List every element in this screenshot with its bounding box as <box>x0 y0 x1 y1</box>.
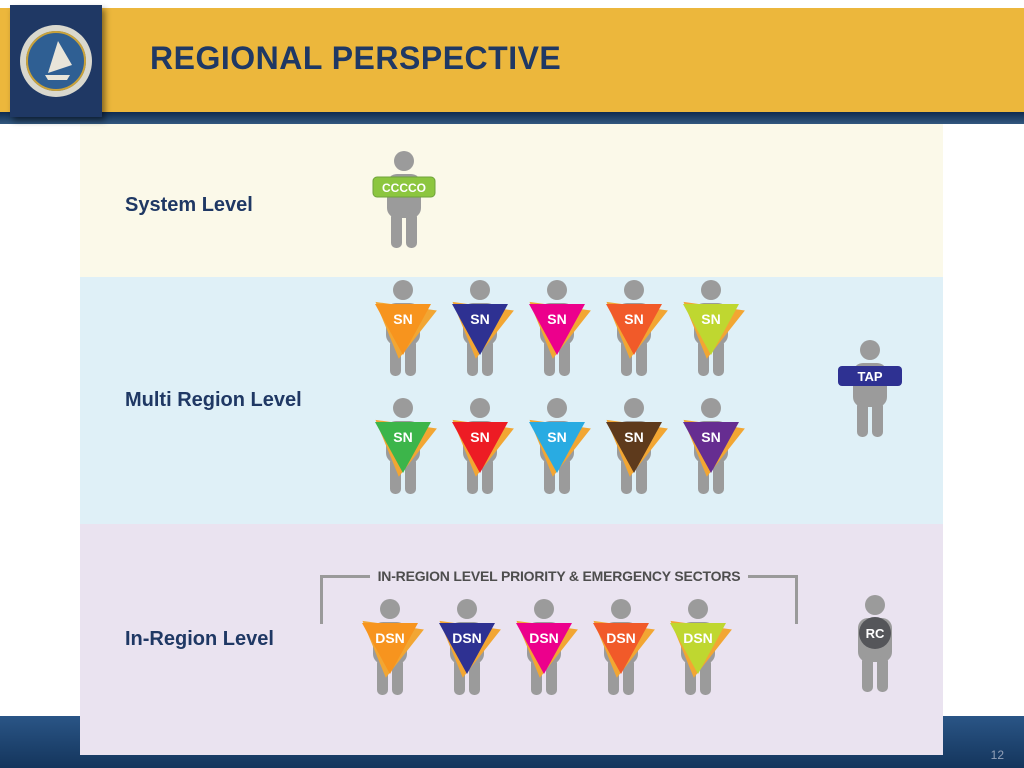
page-number: 12 <box>990 748 1004 762</box>
sn-figure: SN <box>529 280 591 376</box>
svg-text:DSN: DSN <box>452 630 482 646</box>
sector-triangle-icon <box>593 623 649 674</box>
dsn-figure: DSN <box>670 599 732 695</box>
svg-text:SN: SN <box>470 311 489 327</box>
svg-text:SN: SN <box>624 429 643 445</box>
svg-text:SN: SN <box>547 311 566 327</box>
svg-text:DSN: DSN <box>606 630 636 646</box>
sector-triangle-icon <box>375 304 431 355</box>
dsn-figure: DSN <box>593 599 655 695</box>
svg-text:SN: SN <box>701 429 720 445</box>
person-icon: TAP <box>838 340 902 437</box>
svg-text:SN: SN <box>393 429 412 445</box>
svg-text:SN: SN <box>547 429 566 445</box>
dsn-figure: DSN <box>516 599 578 695</box>
band-system-level: System Level CCCCO <box>80 124 943 277</box>
svg-text:DSN: DSN <box>375 630 405 646</box>
sector-triangle-icon <box>683 422 739 473</box>
svg-text:DSN: DSN <box>529 630 559 646</box>
sector-triangle-icon <box>683 304 739 355</box>
sn-figure: SN <box>606 398 668 494</box>
sn-row-2: SN SN SN <box>367 397 747 497</box>
sn-figure: SN <box>452 398 514 494</box>
bracket-line-right <box>748 574 798 578</box>
sn-figure: SN <box>375 280 437 376</box>
bracket-label: IN-REGION LEVEL PRIORITY & EMERGENCY SEC… <box>377 568 741 584</box>
svg-text:RC: RC <box>866 626 885 641</box>
tap-figure: TAP <box>834 339 906 439</box>
svg-text:TAP: TAP <box>857 369 882 384</box>
sector-triangle-icon <box>362 623 418 674</box>
sn-figure: SN <box>606 280 668 376</box>
dsn-figure: DSN <box>362 599 424 695</box>
in-region-level-label: In-Region Level <box>125 628 274 650</box>
dsn-row: DSN DSN DSN <box>354 598 734 698</box>
sn-figure: SN <box>529 398 591 494</box>
sector-triangle-icon <box>452 422 508 473</box>
sector-triangle-icon <box>606 422 662 473</box>
sn-row-1: SN SN SN <box>367 279 747 379</box>
person-icon: CCCCO <box>372 151 436 248</box>
sn-figure: SN <box>452 280 514 376</box>
sector-triangle-icon <box>375 422 431 473</box>
sector-triangle-icon <box>670 623 726 674</box>
ccco-figure: CCCCO <box>368 150 440 250</box>
california-community-colleges-seal-icon <box>20 25 92 97</box>
svg-text:CCCCO: CCCCO <box>382 181 426 195</box>
header-shadow <box>0 112 1024 124</box>
rc-badge <box>859 617 891 649</box>
svg-text:SN: SN <box>470 429 489 445</box>
multi-region-level-label: Multi Region Level <box>125 389 302 411</box>
svg-text:DSN: DSN <box>683 630 713 646</box>
band-in-region-level: In-Region Level IN-REGION LEVEL PRIORITY… <box>80 524 943 755</box>
sn-figure: SN <box>375 398 437 494</box>
sector-triangle-icon <box>606 304 662 355</box>
bracket-line-left <box>320 574 370 578</box>
band-multi-region-level: Multi Region Level SN SN <box>80 277 943 524</box>
sector-bracket: IN-REGION LEVEL PRIORITY & EMERGENCY SEC… <box>320 568 798 624</box>
tap-badge <box>838 366 902 386</box>
sector-triangle-icon <box>529 304 585 355</box>
sector-triangle-icon <box>516 623 572 674</box>
sector-triangle-icon <box>439 623 495 674</box>
sn-figure: SN <box>683 398 745 494</box>
svg-text:SN: SN <box>701 311 720 327</box>
logo-box <box>10 5 102 117</box>
header-banner <box>0 8 1024 112</box>
page-title: REGIONAL PERSPECTIVE <box>150 40 562 76</box>
svg-text:SN: SN <box>393 311 412 327</box>
ccco-badge <box>372 176 436 198</box>
system-level-label: System Level <box>125 194 253 216</box>
rc-figure: RC <box>839 594 911 694</box>
sector-triangle-icon <box>529 422 585 473</box>
person-icon: RC <box>858 595 892 692</box>
svg-text:SN: SN <box>624 311 643 327</box>
slide-content: System Level CCCCO Multi Region Level <box>80 124 943 755</box>
sector-triangle-icon <box>452 304 508 355</box>
sn-figure: SN <box>683 280 745 376</box>
dsn-figure: DSN <box>439 599 501 695</box>
